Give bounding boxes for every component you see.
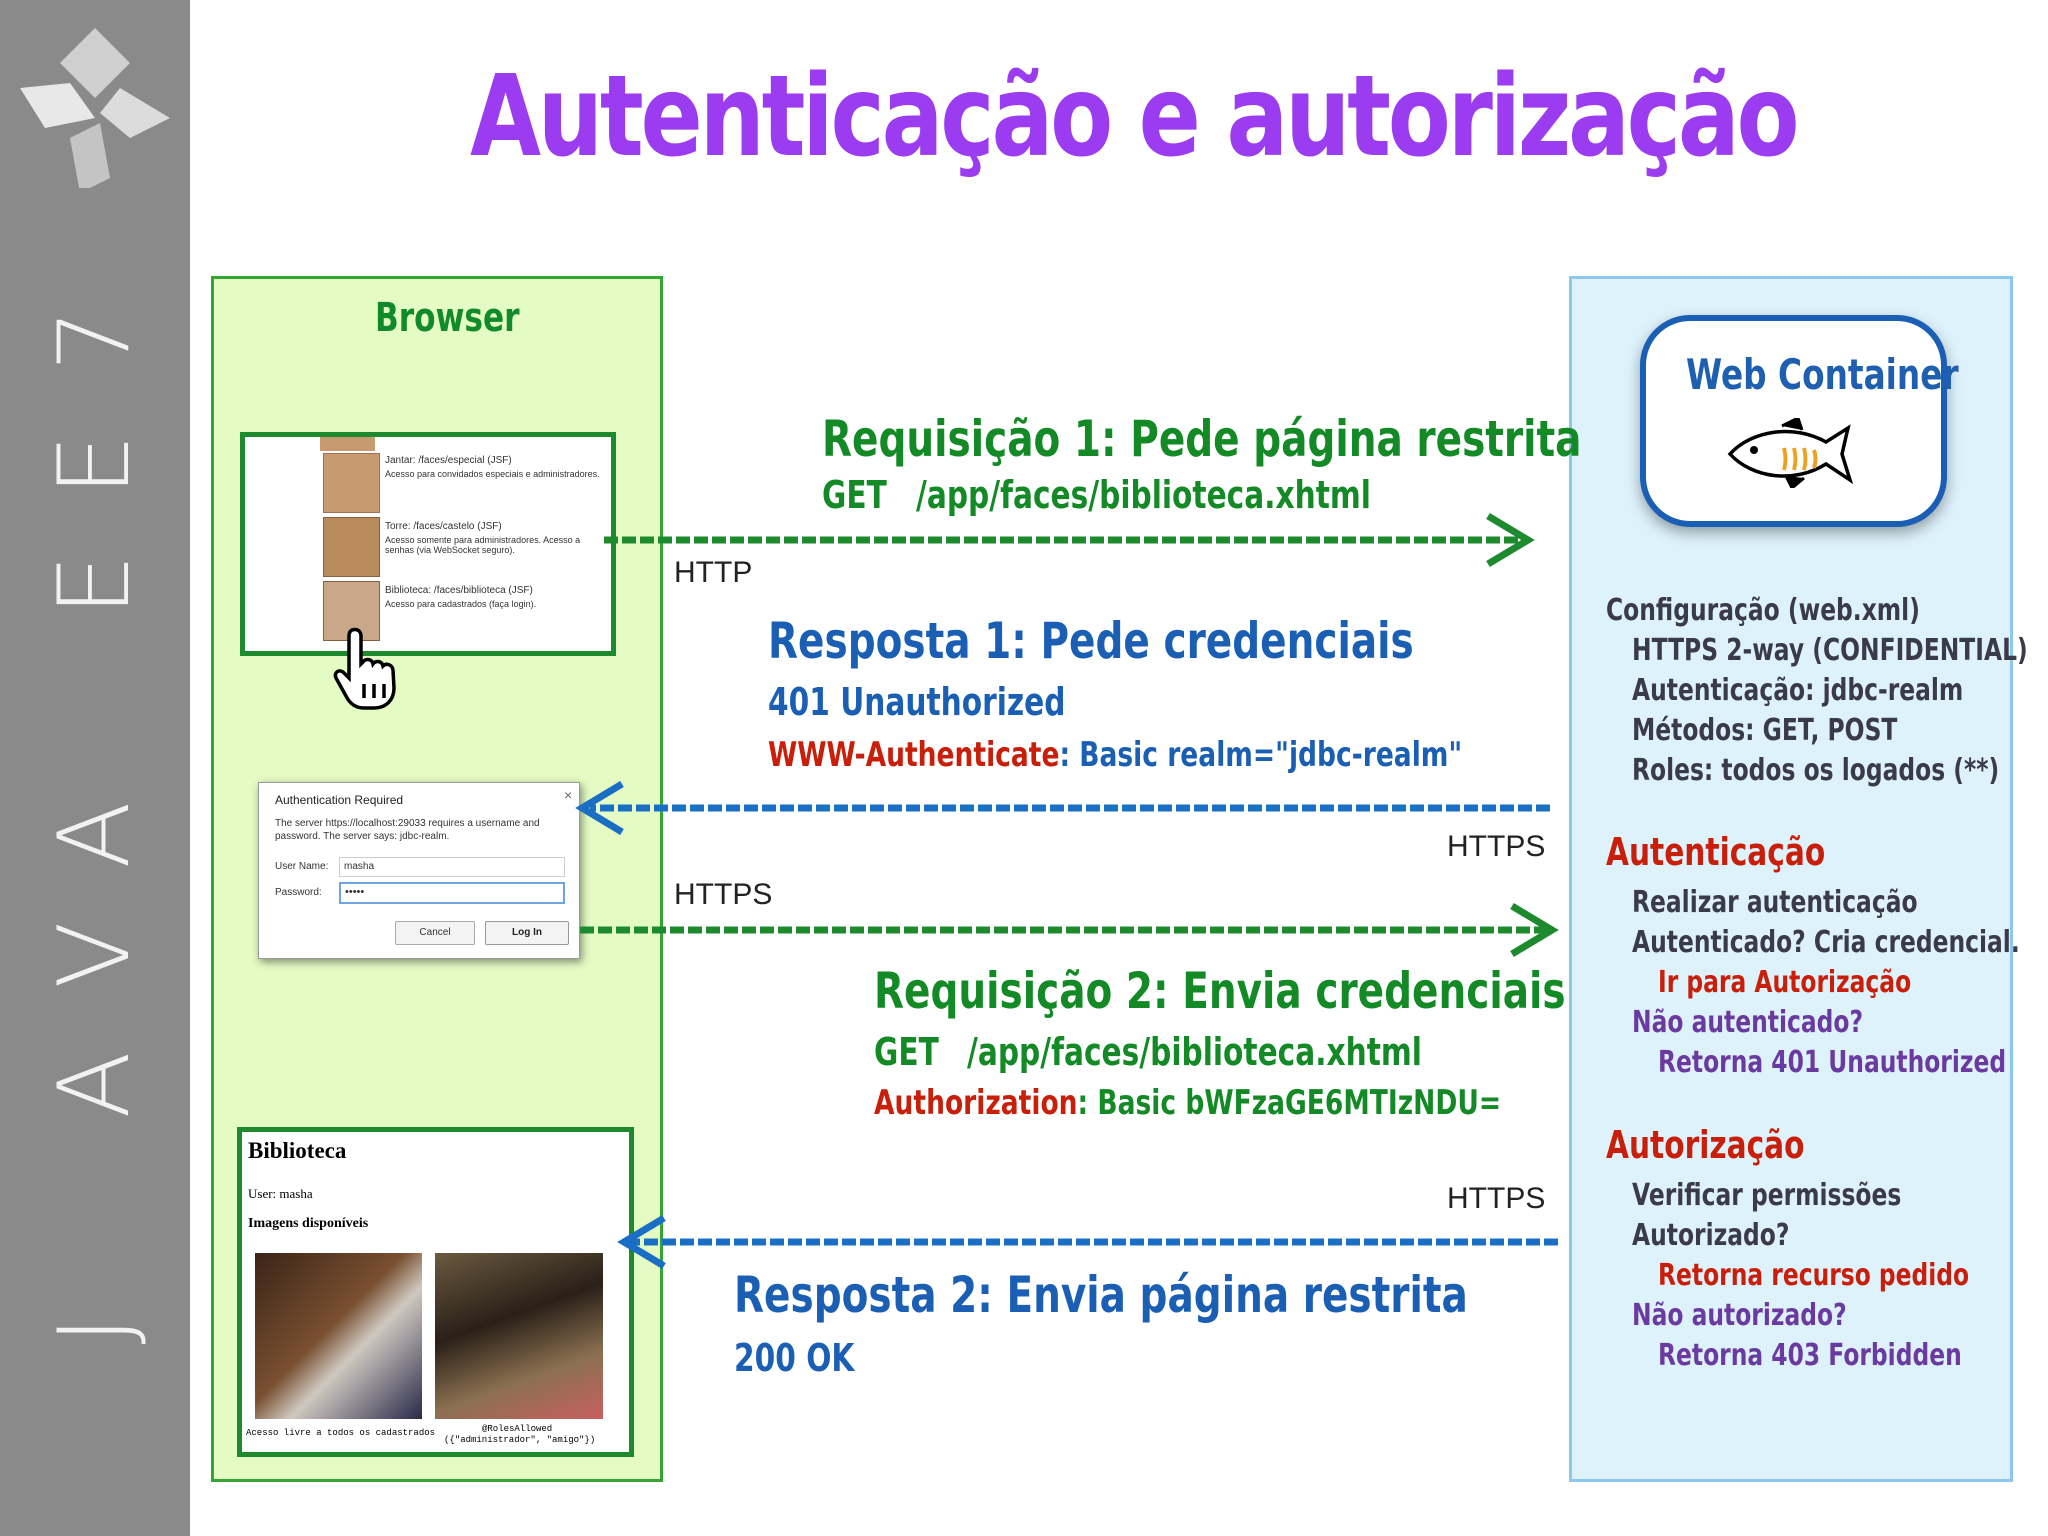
image-2-caption: ({"administrador", "amigo"})	[444, 1435, 596, 1445]
auth-line: Não autenticado?	[1632, 1005, 1864, 1040]
authz-line: Retorna recurso pedido	[1658, 1258, 1970, 1293]
response-2-title: Resposta 2: Envia página restrita	[734, 1266, 1468, 1324]
config-line: Métodos: GET, POST	[1632, 713, 1898, 748]
config-line: Autenticação: jdbc-realm	[1632, 673, 1964, 708]
request-2-arrow	[580, 902, 1559, 958]
protocol-label: HTTPS	[1447, 1182, 1546, 1215]
response-1-arrow	[575, 780, 1550, 836]
request-2-title: Requisição 2: Envia credenciais	[874, 962, 1566, 1020]
list-item-title[interactable]: Biblioteca: /faces/biblioteca (JSF)	[385, 585, 533, 596]
java-ee-logo-icon	[20, 28, 170, 188]
list-item-title: Torre: /faces/castelo (JSF)	[385, 521, 502, 532]
library-subheading: Imagens disponíveis	[248, 1216, 369, 1231]
sidebar: 7 E E A V A J	[0, 0, 190, 1536]
library-image-1	[255, 1253, 422, 1419]
library-image-2	[435, 1253, 603, 1419]
response-2-arrow	[617, 1214, 1558, 1270]
image-1-caption: Acesso livre a todos os cadastrados	[246, 1428, 436, 1438]
username-label: User Name:	[275, 861, 329, 872]
web-container-label: Web Container	[1686, 350, 1959, 399]
header-value: : Basic realm="jdbc-realm"	[1059, 735, 1463, 775]
hand-pointer-icon	[333, 627, 396, 710]
request-1-title: Requisição 1: Pede página restrita	[822, 410, 1582, 468]
dinner-thumbnail	[323, 453, 380, 513]
config-heading: Configuração (web.xml)	[1606, 593, 1920, 628]
login-button[interactable]: Log In	[485, 921, 569, 945]
protocol-label: HTTP	[674, 556, 753, 589]
library-user: User: masha	[248, 1186, 313, 1201]
authentication-dialog: Authentication Required × The server htt…	[258, 782, 580, 959]
list-item-desc: Acesso para cadastrados (faça login).	[385, 599, 537, 609]
list-item-desc: Acesso para convidados especiais e admin…	[385, 469, 600, 479]
library-heading: Biblioteca	[248, 1138, 347, 1163]
request-1-arrow	[604, 512, 1535, 568]
username-value: masha	[344, 861, 375, 872]
response-1-status: 401 Unauthorized	[768, 680, 1066, 724]
response-1-header: WWW-Authenticate: Basic realm="jdbc-real…	[768, 735, 1462, 775]
header-name: WWW-Authenticate	[768, 735, 1060, 775]
glassfish-icon	[1727, 418, 1854, 488]
header-name: Authorization	[874, 1083, 1078, 1123]
authz-line: Não autorizado?	[1632, 1298, 1847, 1333]
header-value: : Basic bWFzaGE6MTIzNDU=	[1077, 1083, 1502, 1123]
password-value: •••••	[345, 886, 365, 898]
auth-line: Realizar autenticação	[1632, 885, 1918, 920]
list-item-title: Jantar: /faces/especial (JSF)	[385, 455, 512, 466]
request-1-method: GET	[822, 473, 887, 517]
authz-line: Retorna 403 Forbidden	[1658, 1338, 1962, 1373]
close-icon[interactable]: ×	[564, 787, 573, 803]
protocol-label: HTTPS	[674, 878, 773, 911]
auth-heading: Autenticação	[1606, 830, 1826, 874]
response-1-title: Resposta 1: Pede credenciais	[768, 612, 1414, 670]
password-label: Password:	[275, 887, 322, 898]
authz-line: Verificar permissões	[1632, 1178, 1902, 1213]
list-item-desc: Acesso somente para administradores. Ace…	[385, 535, 581, 555]
config-line: HTTPS 2-way (CONFIDENTIAL)	[1632, 633, 2028, 668]
auth-line: Autenticado? Cria credencial.	[1632, 925, 2020, 960]
dialog-title: Authentication Required	[275, 793, 404, 807]
authz-heading: Autorização	[1606, 1123, 1805, 1167]
auth-line: Ir para Autorização	[1658, 965, 1912, 1000]
cancel-button[interactable]: Cancel	[395, 921, 475, 945]
username-input[interactable]: masha	[339, 857, 565, 877]
browser-label: Browser	[375, 295, 520, 341]
protocol-label: HTTPS	[1447, 830, 1546, 863]
auth-line: Retorna 401 Unauthorized	[1658, 1045, 2007, 1080]
tower-thumbnail	[323, 517, 380, 577]
authz-line: Autorizado?	[1632, 1218, 1790, 1253]
request-2-header: Authorization: Basic bWFzaGE6MTIzNDU=	[874, 1083, 1501, 1123]
password-input[interactable]: •••••	[339, 882, 565, 904]
login-button-label: Log In	[512, 927, 542, 938]
config-line: Roles: todos os logados (**)	[1632, 753, 2000, 788]
dialog-message: The server https://localhost:29033 requi…	[275, 818, 540, 842]
library-page-screenshot: Biblioteca User: masha Imagens disponíve…	[237, 1127, 634, 1457]
request-2-path: /app/faces/biblioteca.xhtml	[967, 1030, 1422, 1074]
request-1-path: /app/faces/biblioteca.xhtml	[916, 473, 1371, 517]
request-2-method: GET	[874, 1030, 939, 1074]
response-2-status: 200 OK	[734, 1336, 855, 1380]
image-2-caption: @RolesAllowed	[482, 1424, 553, 1434]
cancel-button-label: Cancel	[419, 927, 451, 938]
